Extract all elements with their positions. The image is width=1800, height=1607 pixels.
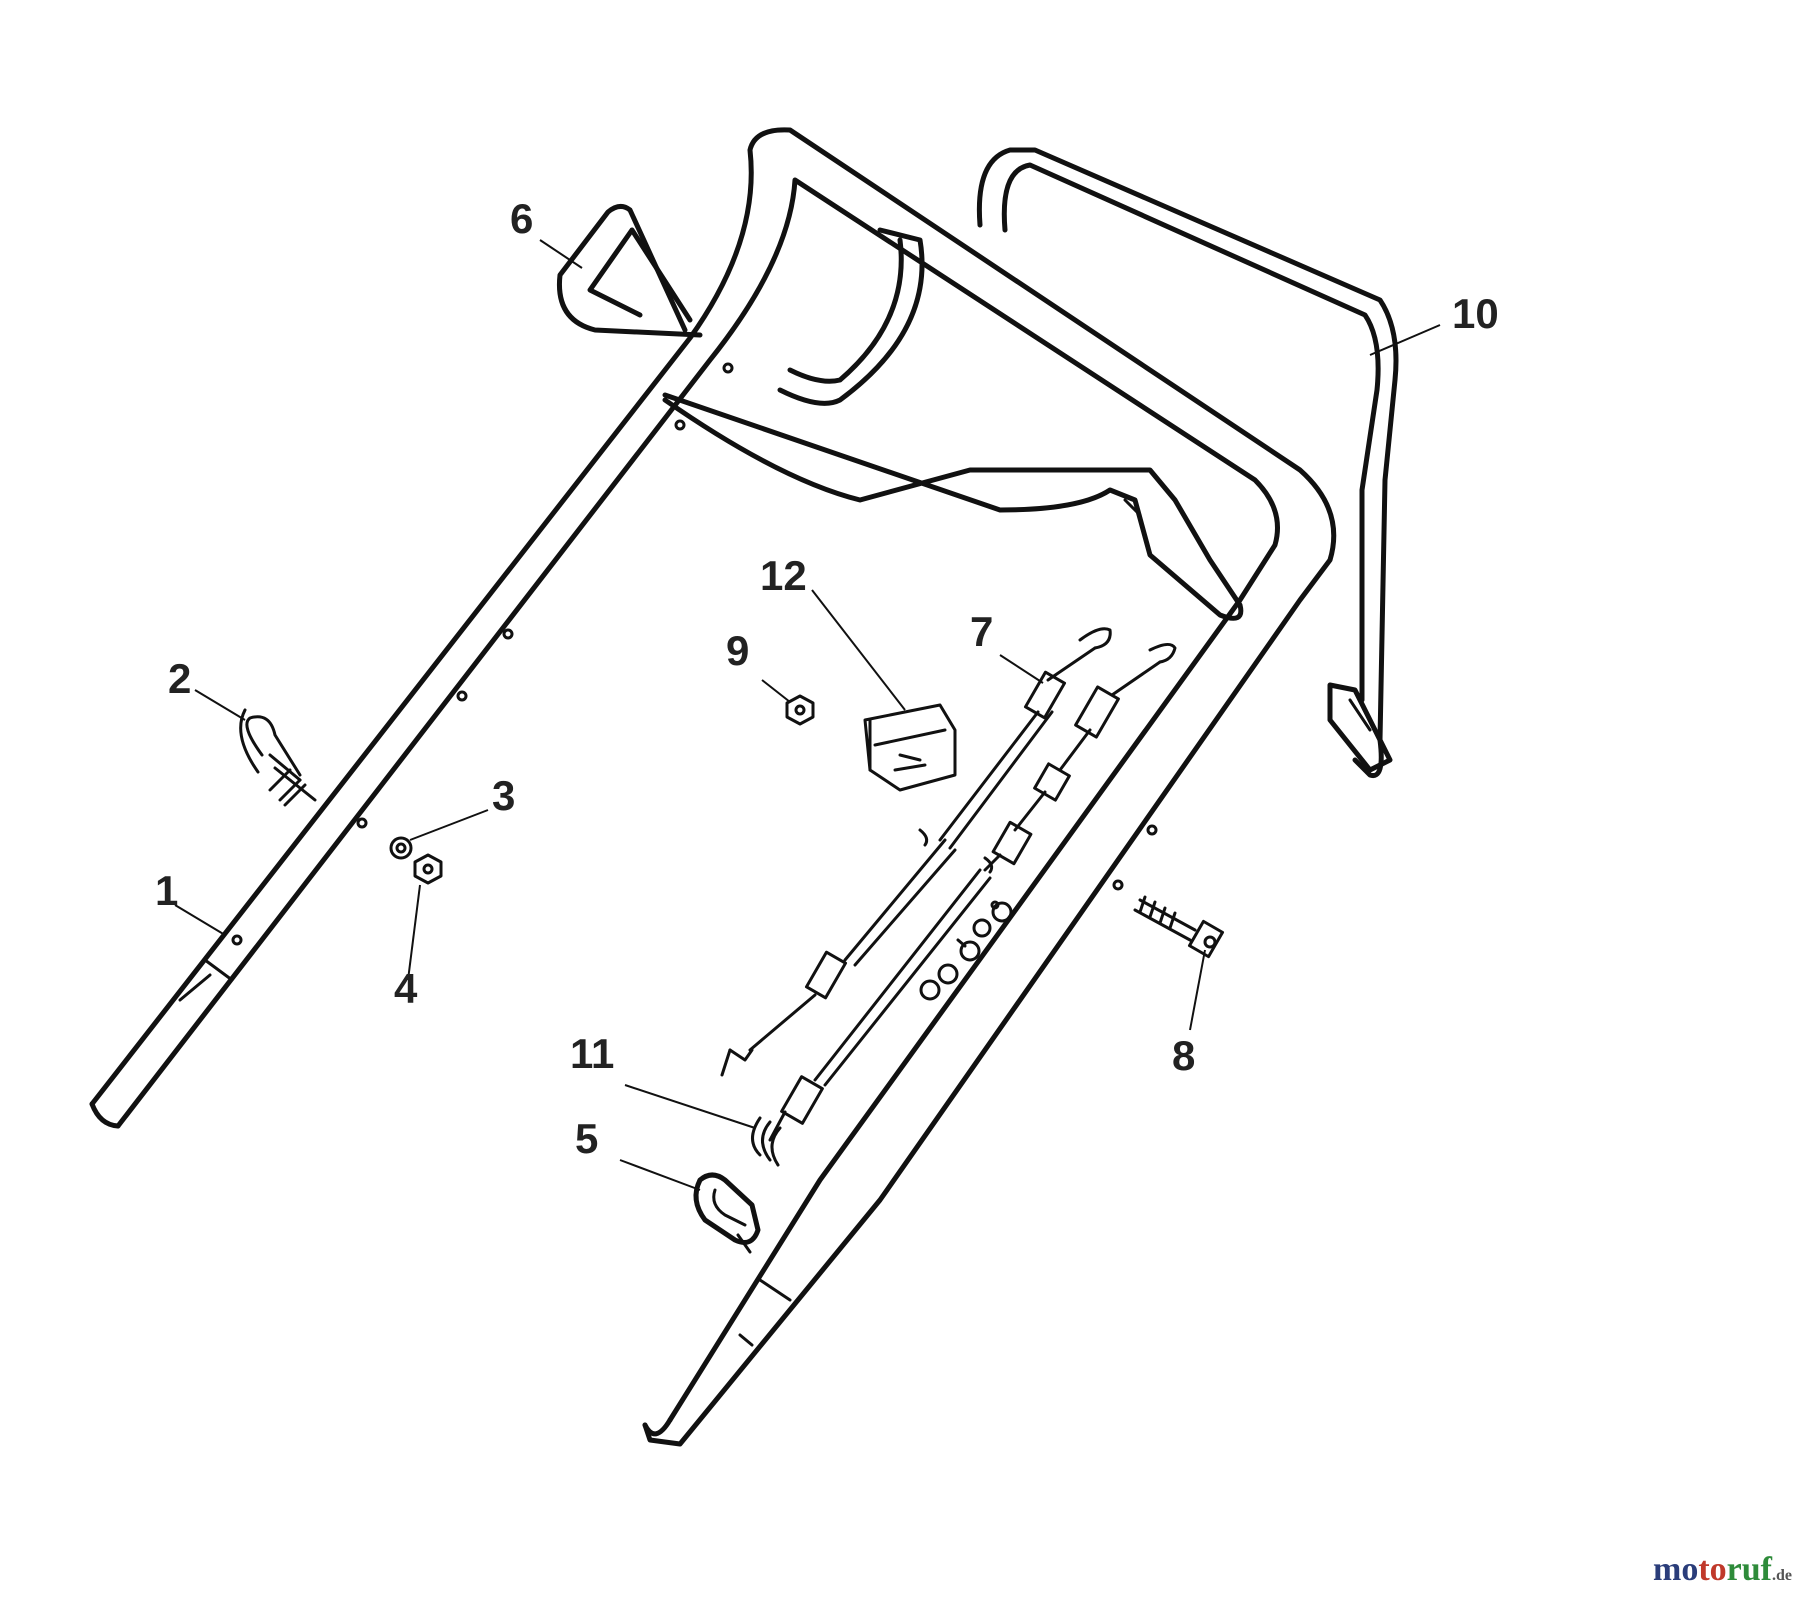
handle-frame-part-1 [89,127,1337,1447]
clip-part-5 [693,1172,761,1254]
callout-1: 1 [155,867,178,914]
washer-part-3 [389,836,413,860]
callouts: 1 2 3 4 5 6 7 8 9 10 11 12 [155,195,1499,1162]
callout-11: 11 [570,1030,614,1077]
cable-guide-part-6 [556,204,925,406]
nut-part-9 [785,694,815,726]
small-washers [919,900,1013,1001]
callout-4: 4 [394,965,418,1012]
callout-8: 8 [1172,1032,1195,1079]
hook-bolt-part-2 [239,708,317,807]
watermark-part-1: mo [1653,1551,1699,1588]
bolt-part-8 [1133,895,1225,959]
clip-block-part-12 [863,703,957,792]
watermark-tld: .de [1772,1567,1792,1584]
callout-3: 3 [492,772,515,819]
callout-7: 7 [970,608,993,655]
callout-6: 6 [510,195,533,242]
callout-12: 12 [760,552,807,599]
watermark-logo: motoruf.de [1653,1551,1792,1589]
cable-assembly-part-11 [751,643,1177,1167]
nut-part-4 [413,853,443,885]
watermark-part-2: to [1698,1551,1727,1588]
leader-lines [174,239,1441,1191]
callout-2: 2 [168,655,191,702]
cable-assembly-part-7 [720,627,1112,1077]
callout-10: 10 [1452,290,1499,337]
bail-bar-part-10 [662,147,1399,779]
callout-9: 9 [726,627,749,674]
watermark-part-3: ruf [1726,1551,1772,1588]
callout-5: 5 [575,1115,598,1162]
